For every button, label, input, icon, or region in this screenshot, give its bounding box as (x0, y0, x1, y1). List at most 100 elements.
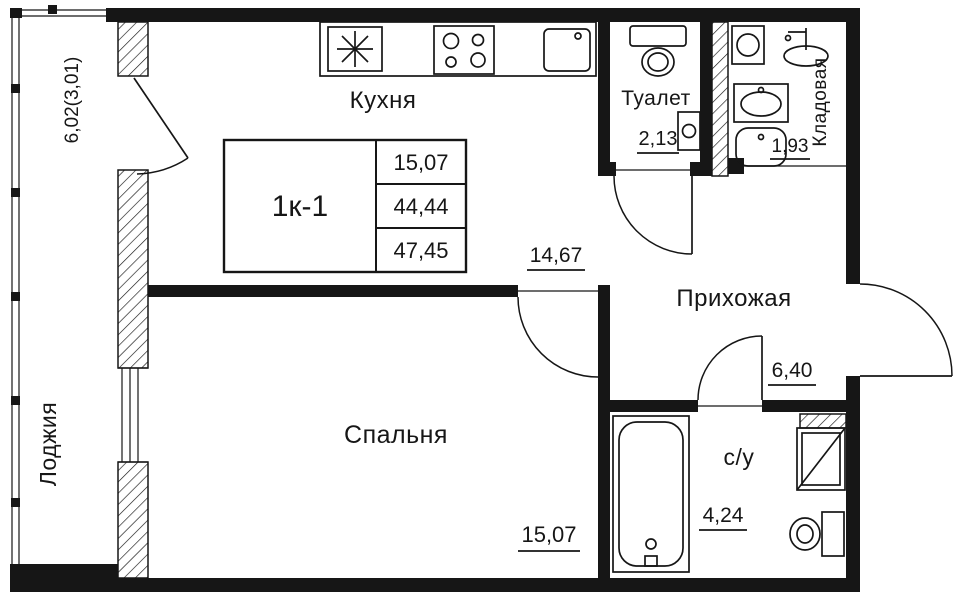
water-heater-icon (731, 25, 765, 65)
laundry-sink-tap (757, 133, 765, 141)
total-with-loggia-value: 47,45 (393, 238, 448, 263)
bathroom-door-arc (697, 335, 763, 401)
riser-meter (681, 123, 697, 139)
toilet-right-wall (700, 22, 712, 176)
entry-door-arc (859, 283, 953, 377)
bedroom-label: Спальня (344, 421, 448, 449)
balcony-door-leaf (133, 77, 189, 159)
kitchen-counter (319, 21, 597, 77)
toilet-bowl-inner (647, 52, 669, 72)
basin-icon (733, 83, 789, 123)
bedroom-right-wall (598, 285, 610, 578)
washer-inner (801, 432, 841, 486)
riser-box (677, 111, 701, 151)
storage-fixtures (731, 25, 829, 167)
loggia-glazing (11, 5, 106, 564)
room-labels: Кухня 14,67 Туалет 2,13 Кладовая 1,93 Пр… (35, 57, 831, 552)
storage-bottom-wall-stub (728, 158, 744, 174)
storage-area: 1,93 (772, 136, 809, 157)
counter-outline (319, 21, 597, 77)
loggia-wall-top-segment (117, 21, 149, 77)
storage-label: Кладовая (810, 57, 831, 146)
toilet-label: Туалет (621, 87, 690, 110)
hatched-walls (117, 21, 847, 579)
wall-bottom (106, 578, 860, 592)
stove-burner (442, 32, 460, 50)
sink-bowl (543, 28, 591, 72)
toilet-bottom-wall-left (598, 162, 616, 176)
loggia-wall-mid-segment (117, 169, 149, 369)
bathtub-drain (645, 538, 657, 550)
stove-burner (471, 33, 485, 47)
riser-box-icon (677, 111, 701, 151)
wall-right-lower (846, 376, 860, 592)
faucet-drop (784, 34, 792, 42)
loggia-bottom-wall (10, 564, 118, 592)
toilet-icon (629, 25, 687, 77)
kitchen-area: 14,67 (530, 244, 583, 267)
bathroom-duct (799, 413, 847, 429)
hallway-area: 6,40 (772, 359, 813, 382)
total-area-value: 44,44 (393, 194, 448, 219)
glazing-tick (11, 498, 20, 507)
toilet-tank (629, 25, 687, 47)
toilet-left-wall (598, 22, 610, 162)
toilet-bowl (641, 47, 675, 77)
bedroom-area: 15,07 (521, 522, 576, 547)
toilet-area: 2,13 (639, 128, 678, 150)
basin-bowl (740, 91, 782, 117)
washer-diagonal (796, 427, 846, 491)
toilet-door-arc (613, 175, 693, 255)
bathtub-outline (612, 415, 690, 573)
kitchen-sink-icon (543, 28, 591, 72)
glazing-tick (11, 292, 20, 301)
bathroom-toilet-icon (789, 511, 845, 557)
bathtub-icon (612, 415, 690, 573)
hallway-label: Прихожая (676, 285, 791, 312)
heater-outline (731, 25, 765, 65)
kitchen-label: Кухня (350, 87, 417, 114)
faucet-basin (783, 45, 829, 67)
bedroom-window (118, 367, 148, 463)
bathroom-fixtures (612, 415, 846, 573)
laundry-sink-icon (735, 127, 787, 167)
glazing-tick (11, 84, 20, 93)
fridge-outline (327, 26, 383, 72)
info-box-outline (222, 138, 468, 274)
loggia-wall-bottom-segment (117, 461, 149, 579)
wall-top (106, 8, 860, 22)
toilet-tank (821, 511, 845, 557)
stove-outline (433, 25, 495, 75)
info-box: 1к-1 15,07 44,44 47,45 (222, 138, 468, 274)
bathroom-area: 4,24 (703, 504, 744, 527)
sink-faucet (574, 32, 582, 40)
exterior-walls (10, 8, 860, 592)
loggia-area: 6,02(3,01) (62, 57, 83, 144)
basin-outline (733, 83, 789, 123)
washing-machine-icon (796, 427, 846, 491)
bathroom-label: с/у (724, 444, 755, 470)
stove-burner (470, 52, 486, 68)
fridge-snowflake (341, 35, 369, 63)
bedroom-door-arc (517, 296, 599, 378)
toilet-bowl (789, 517, 821, 551)
faucet-icon (783, 28, 829, 67)
toilet-fixtures (629, 25, 701, 151)
glazing-tick (48, 5, 57, 14)
laundry-sink-outline (735, 127, 787, 167)
unit-label: 1к-1 (272, 190, 328, 223)
wall-right-upper (846, 8, 860, 284)
fridge-icon (327, 26, 383, 72)
kitchen-bedroom-wall (148, 285, 518, 297)
living-area-value: 15,07 (393, 150, 448, 175)
loggia-label: Лоджия (35, 402, 61, 487)
vent-shaft (711, 21, 729, 177)
interior-walls (148, 22, 846, 578)
bathtub-overflow (644, 555, 658, 567)
washer-outline (796, 427, 846, 491)
loggia-top-corner (10, 8, 22, 18)
toilet-bowl-inner (796, 524, 814, 544)
heater-drum (736, 33, 760, 57)
balcony-door-arc (136, 157, 189, 175)
